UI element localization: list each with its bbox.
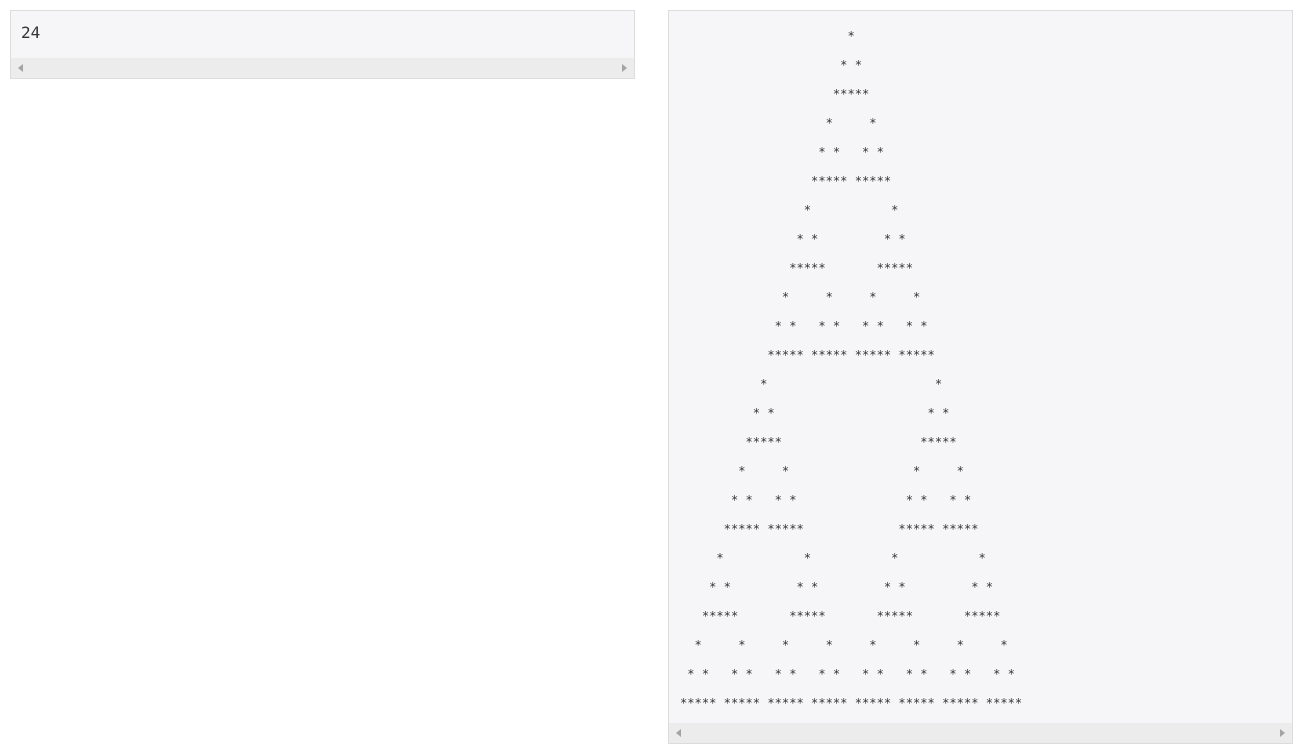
output-line: * * * * * * * *	[680, 580, 994, 594]
scroll-left-arrow-icon[interactable]	[676, 729, 681, 737]
output-line: *****	[680, 87, 870, 101]
output-panel[interactable]: * * * ***** * * * * * * ***** ***** * * …	[668, 10, 1293, 744]
scroll-right-arrow-icon[interactable]	[1280, 729, 1285, 737]
input-content: 24	[11, 11, 634, 44]
output-line: ***** *****	[680, 435, 957, 449]
input-value[interactable]: 24	[21, 23, 41, 42]
output-line: ***** ***** ***** *****	[680, 522, 979, 536]
input-panel[interactable]: 24	[10, 10, 635, 79]
output-line: * * * *	[680, 464, 964, 478]
input-horizontal-scrollbar[interactable]	[11, 58, 634, 78]
output-line: * * * *	[680, 145, 884, 159]
output-line: ***** ***** ***** ***** ***** ***** ****…	[680, 696, 1023, 710]
output-line: *	[680, 29, 855, 43]
output-text: * * * ***** * * * * * * ***** ***** * * …	[669, 22, 1022, 718]
output-line: ***** *****	[680, 174, 892, 188]
scroll-right-arrow-icon[interactable]	[622, 64, 627, 72]
output-line: * * * *	[680, 232, 906, 246]
output-line: ***** ***** ***** *****	[680, 609, 1001, 623]
output-line: * * * *	[680, 406, 950, 420]
output-line: * * * * * * * * * * * * * * * *	[680, 667, 1015, 681]
output-line: * * * *	[680, 290, 921, 304]
output-line: * *	[680, 377, 943, 391]
output-line: * * * * * * * *	[680, 319, 928, 333]
output-line: * * * * * * * *	[680, 638, 1008, 652]
output-line: * *	[680, 116, 877, 130]
output-horizontal-scrollbar[interactable]	[669, 723, 1292, 743]
output-line: ***** ***** ***** *****	[680, 348, 935, 362]
output-line: * *	[680, 58, 863, 72]
output-line: * * * * * * * *	[680, 493, 972, 507]
output-line: * *	[680, 203, 899, 217]
output-line: * * * *	[680, 551, 986, 565]
output-line: ***** *****	[680, 261, 913, 275]
scroll-left-arrow-icon[interactable]	[18, 64, 23, 72]
